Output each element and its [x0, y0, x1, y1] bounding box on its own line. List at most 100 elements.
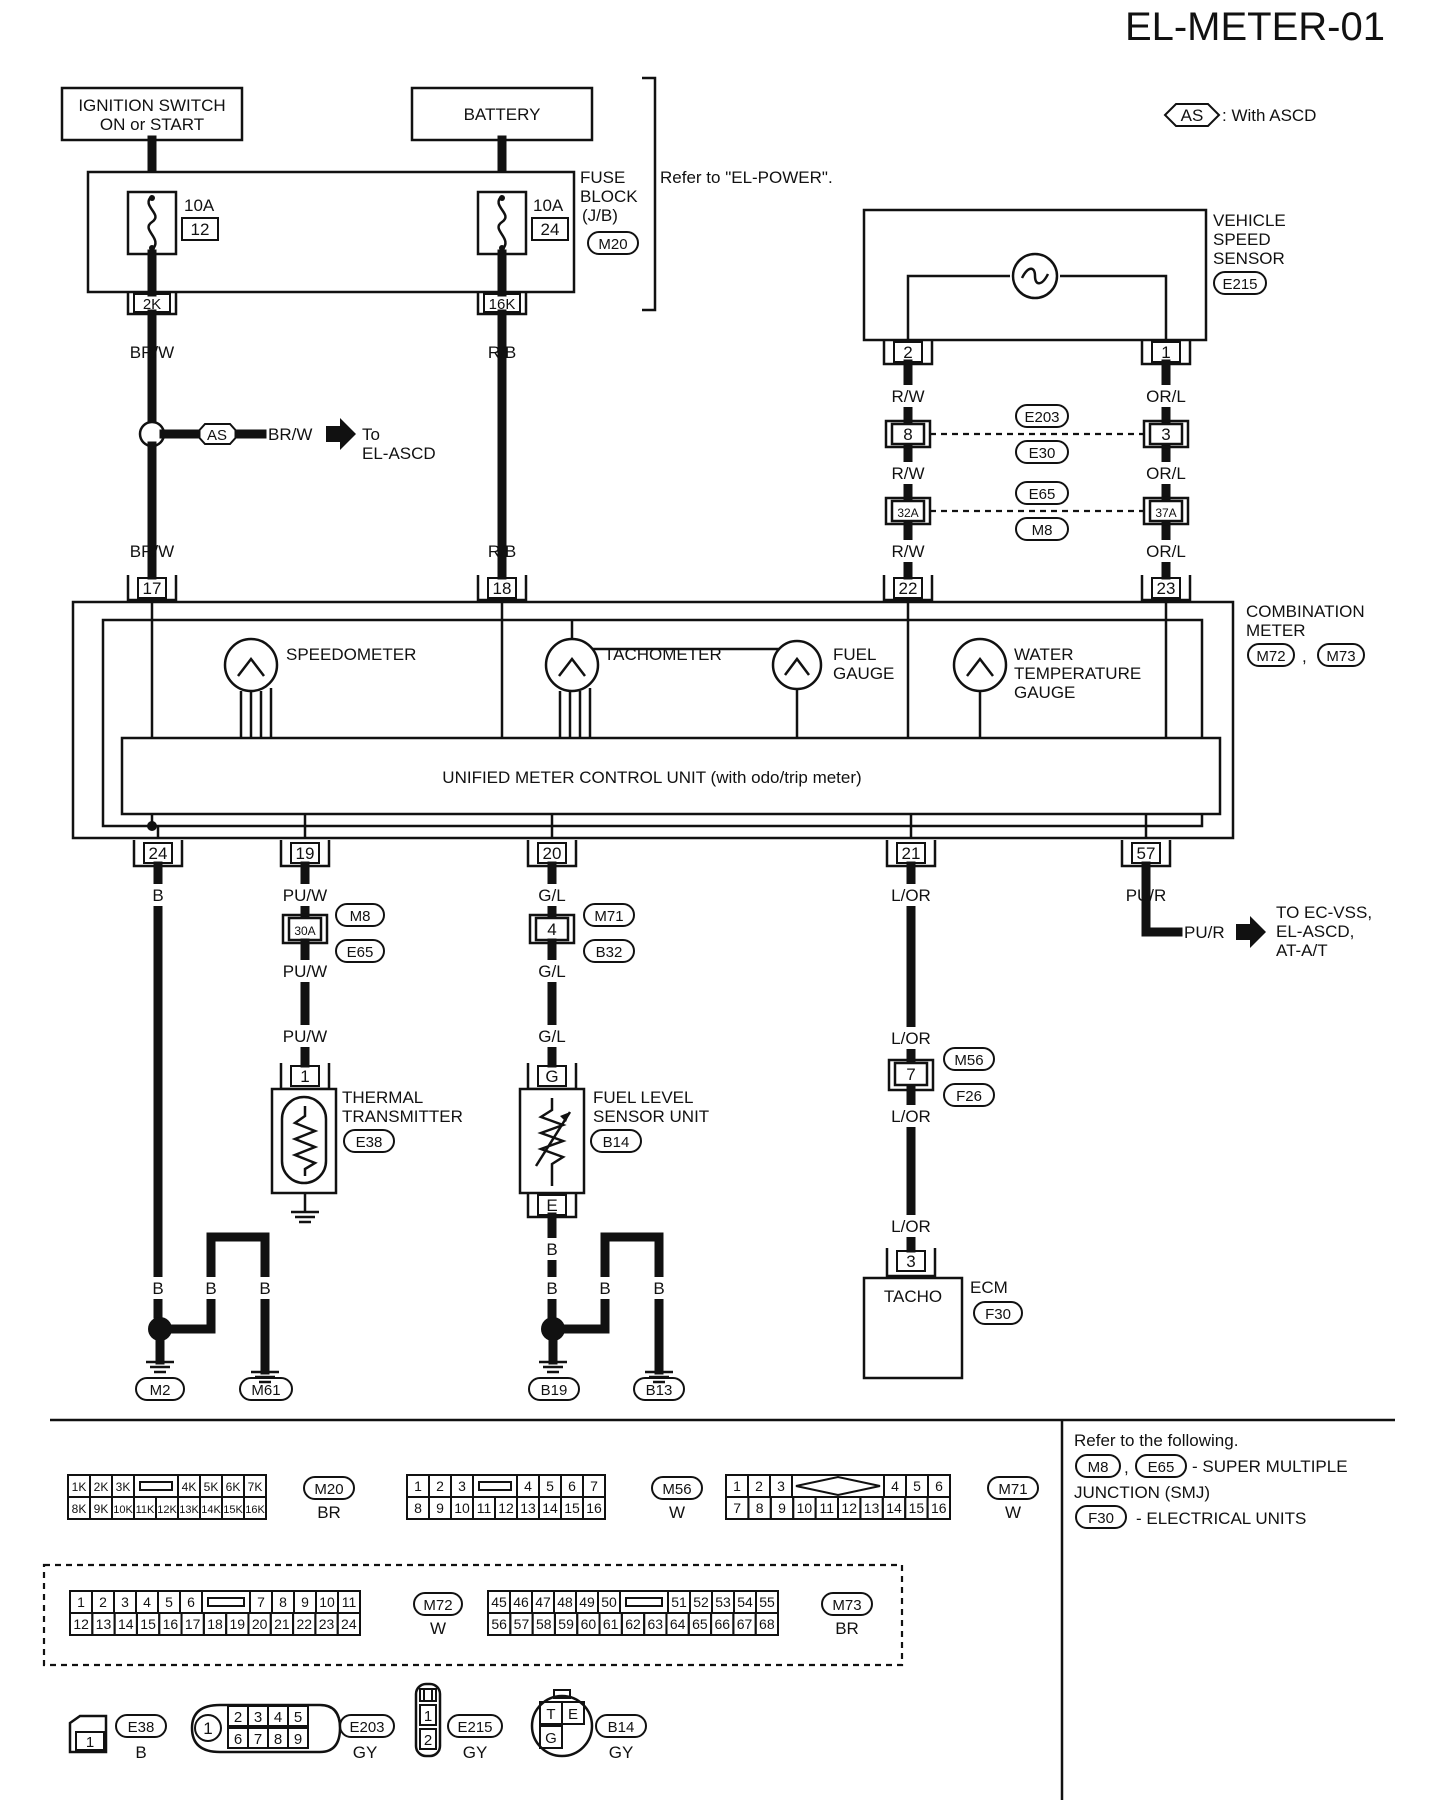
gauge-icon — [544, 637, 600, 693]
water-temp-gauge: WATER TEMPERATURE GAUGE — [952, 637, 1141, 738]
pin-number: 59 — [558, 1616, 574, 1632]
lock-tab-icon — [139, 1481, 173, 1491]
connector-color: BR — [317, 1503, 341, 1522]
connector-view-b14: T E G B14 GY — [530, 1689, 647, 1762]
pin-number: 66 — [714, 1616, 730, 1632]
pin-number: 7 — [257, 1594, 265, 1610]
pin-number: 4K — [182, 1480, 197, 1494]
svg-text:E30: E30 — [1029, 445, 1056, 462]
pin-number: 2 — [436, 1478, 444, 1494]
wire-label-puw-1: PU/W — [283, 886, 327, 905]
fuel-level-sensor: G E FUEL LEVEL SENSOR UNIT B14 — [518, 1063, 709, 1219]
gauge-icon — [223, 637, 279, 693]
wire-label-gl-2: G/L — [538, 962, 565, 981]
pin-number: 7K — [248, 1480, 263, 1494]
legend-as-tag: AS — [1181, 106, 1204, 125]
fuse-block-connector: M20 — [598, 236, 627, 253]
refer-eu: - ELECTRICAL UNITS — [1136, 1509, 1306, 1528]
svg-text:SENSOR UNIT: SENSOR UNIT — [593, 1107, 709, 1126]
lock-tab-icon — [795, 1475, 881, 1497]
svg-text:4: 4 — [547, 920, 556, 939]
svg-text:M8: M8 — [1032, 522, 1053, 539]
speed-sensor-label-3: SENSOR — [1213, 249, 1285, 268]
pin-number: 15 — [909, 1500, 925, 1516]
svg-text:THERMAL: THERMAL — [342, 1088, 423, 1107]
pin-number: 13 — [520, 1500, 536, 1516]
fuse-12: 10A 12 — [126, 190, 219, 256]
svg-text:TACHOMETER: TACHOMETER — [604, 645, 722, 664]
ascd-tag: AS — [207, 427, 227, 444]
svg-text:G: G — [545, 1067, 558, 1086]
tachometer: TACHOMETER — [544, 637, 722, 738]
pin-number: 68 — [759, 1616, 775, 1632]
speed-sensor-label-1: VEHICLE — [1213, 211, 1286, 230]
wire-label-rb-1: R/B — [488, 343, 516, 362]
pin-number: 56 — [491, 1616, 507, 1632]
battery-box — [410, 86, 594, 142]
svg-text:FUEL LEVEL: FUEL LEVEL — [593, 1088, 693, 1107]
pin-number: 12 — [73, 1616, 89, 1632]
to-ec-3: AT-A/T — [1276, 941, 1328, 960]
pin-number: 10 — [319, 1594, 335, 1610]
svg-text:B32: B32 — [596, 944, 623, 961]
ascd-to-1: To — [362, 425, 380, 444]
svg-text:1: 1 — [86, 1734, 94, 1751]
pin-number: 16 — [586, 1500, 602, 1516]
svg-text:7: 7 — [254, 1731, 262, 1748]
svg-text:5: 5 — [294, 1709, 302, 1726]
svg-text:GAUGE: GAUGE — [833, 664, 894, 683]
pin-cell — [243, 1496, 267, 1520]
inline-conn-7: 7 M56 F26 — [887, 1047, 995, 1107]
svg-text:18: 18 — [493, 579, 512, 598]
pin-number: 55 — [759, 1594, 775, 1610]
pin-number: 15 — [140, 1616, 156, 1632]
ground-splice — [148, 1317, 172, 1341]
ascd-to-2: EL-ASCD — [362, 444, 436, 463]
svg-text:1: 1 — [203, 1719, 212, 1738]
svg-text:8: 8 — [274, 1731, 282, 1748]
sine-wave-icon — [1020, 267, 1050, 285]
pin-number: 62 — [625, 1616, 641, 1632]
speed-sensor-connector: E215 — [1222, 276, 1257, 293]
pin-number: 11K — [136, 1504, 155, 1516]
wire-label-pur-2: PU/R — [1184, 923, 1225, 942]
ground-b13: B13 — [646, 1382, 673, 1399]
joint-e65-m8: 32A 37A E65 M8 — [884, 481, 1190, 541]
svg-text:E65: E65 — [1029, 486, 1056, 503]
pin-number: 24 — [341, 1616, 357, 1632]
connector-badge — [413, 1592, 463, 1616]
svg-text:1: 1 — [424, 1708, 432, 1725]
fuse-12-amp: 10A — [184, 196, 215, 215]
wire-label-rw-2: R/W — [891, 464, 924, 483]
connector-view-e38: 1 E38 B — [68, 1714, 167, 1762]
svg-text:TACHO: TACHO — [884, 1287, 942, 1306]
to-ec-2: EL-ASCD, — [1276, 922, 1354, 941]
svg-text:30A: 30A — [294, 924, 315, 938]
pin-number: 1 — [733, 1478, 741, 1494]
fuse-24-num: 24 — [541, 220, 560, 239]
svg-text:GY: GY — [463, 1743, 488, 1762]
pin-number: 12K — [157, 1504, 177, 1516]
pin-number: 4 — [524, 1478, 532, 1494]
legend-ascd: AS : With ASCD — [1163, 103, 1316, 127]
pin-number: 8 — [756, 1500, 764, 1516]
comb-meter-label-2: METER — [1246, 621, 1306, 640]
svg-text:M71: M71 — [594, 908, 623, 925]
svg-text:GY: GY — [609, 1743, 634, 1762]
wire-label-lor-2: L/OR — [891, 1029, 931, 1048]
pin-number: 14 — [886, 1500, 902, 1516]
pin-cell — [619, 1590, 669, 1614]
fuse-12-num: 12 — [191, 220, 210, 239]
wire-label-puw-3: PU/W — [283, 1027, 327, 1046]
pin-number: 16K — [245, 1504, 265, 1516]
pin-number: 46 — [513, 1594, 529, 1610]
pin-number: 54 — [737, 1594, 753, 1610]
pin-number: 13K — [179, 1504, 199, 1516]
svg-text:B: B — [135, 1743, 146, 1762]
pin-number: 65 — [692, 1616, 708, 1632]
wire-label-lor-4: L/OR — [891, 1217, 931, 1236]
lock-tab-icon — [625, 1597, 663, 1607]
